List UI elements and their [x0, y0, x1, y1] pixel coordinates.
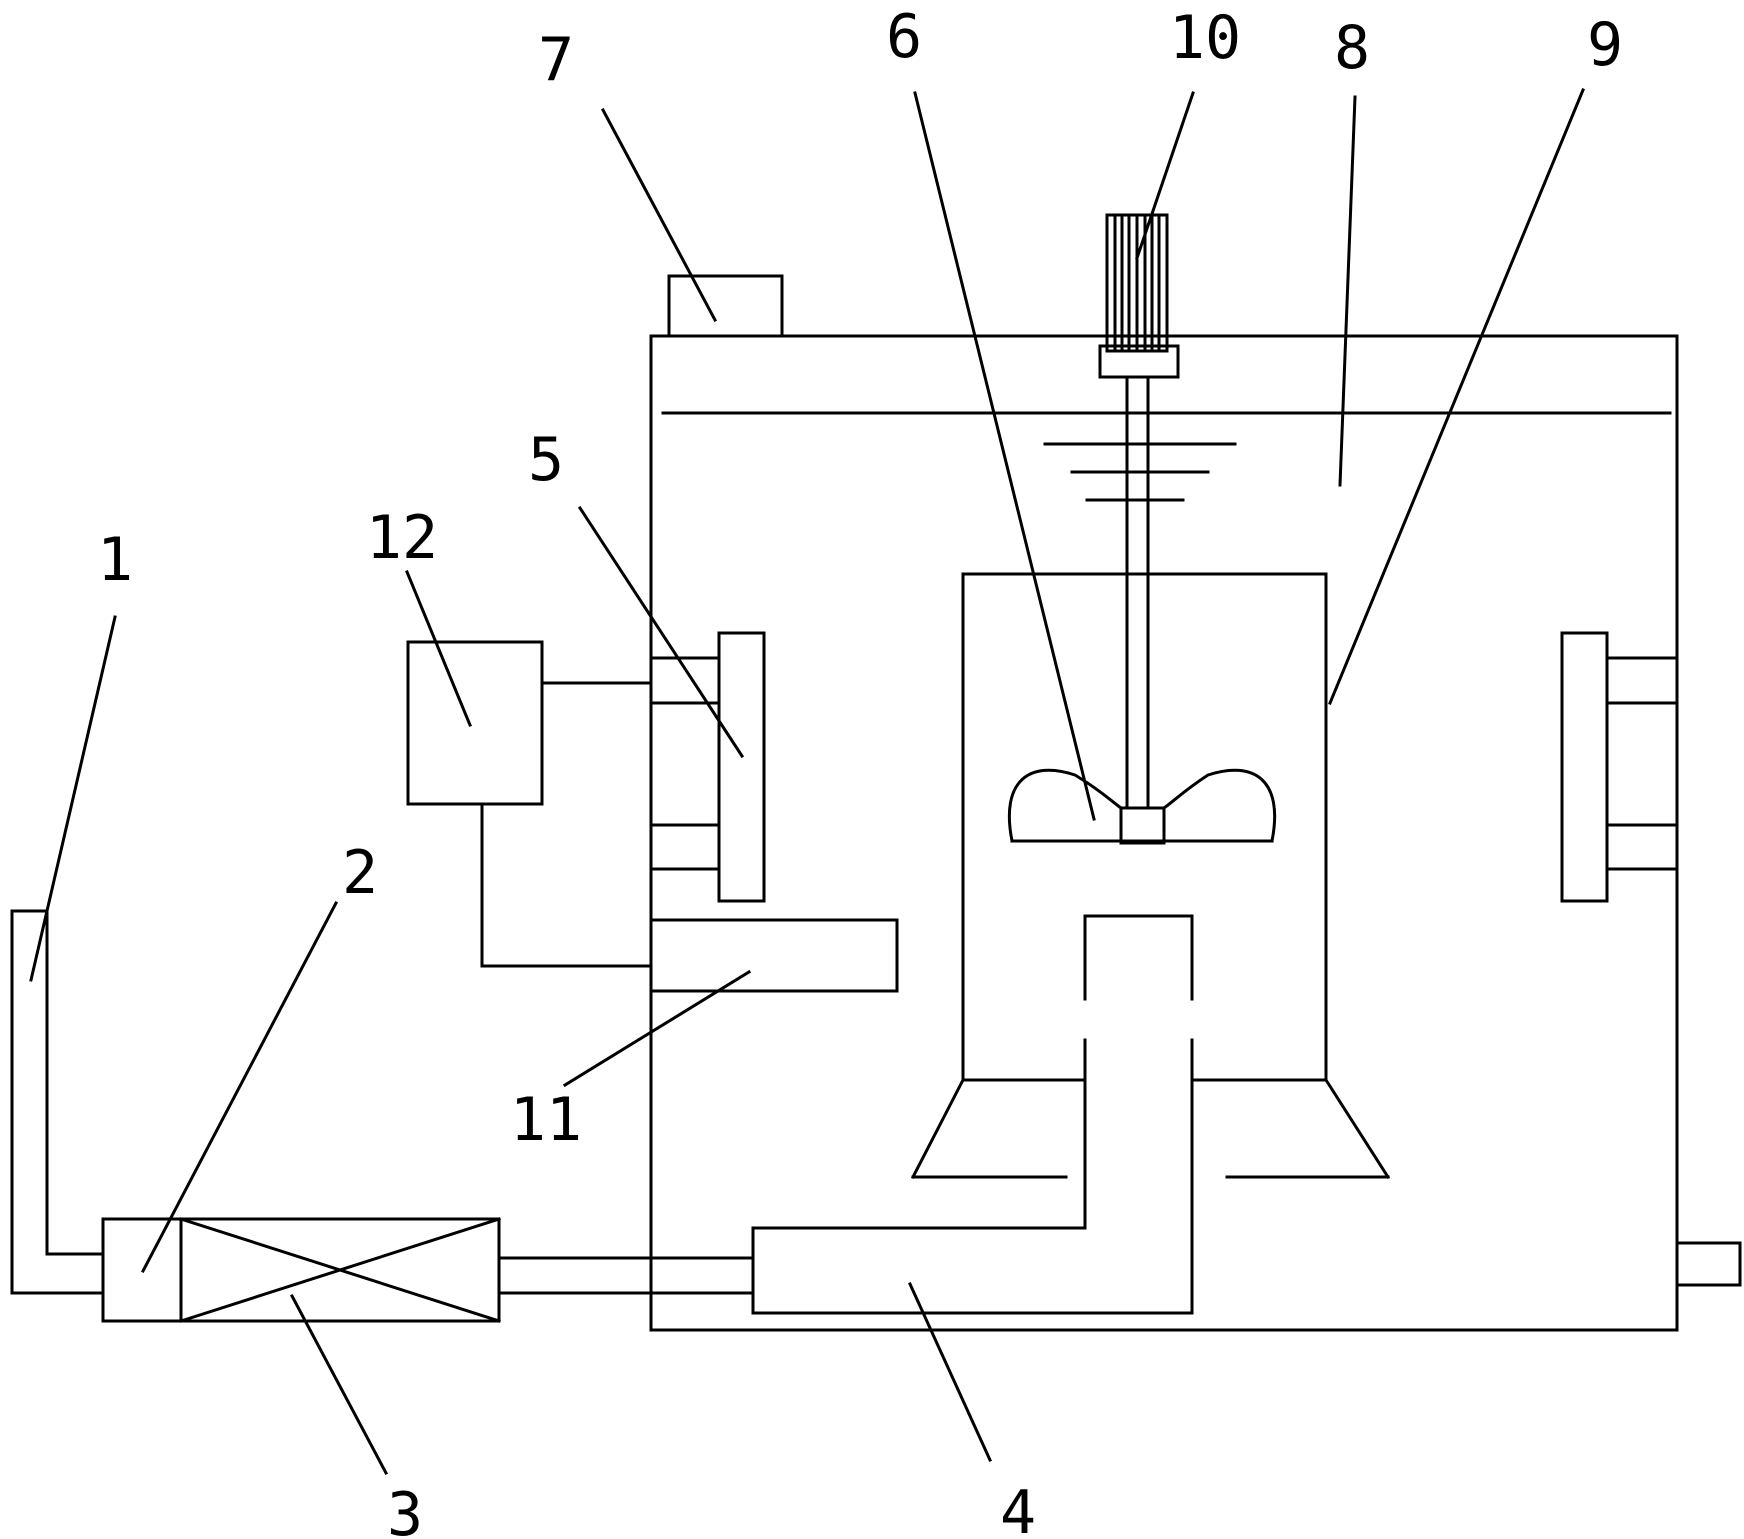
left-electrode [649, 631, 766, 903]
air-intake-tube [10, 909, 105, 1295]
inlet-pipe [751, 914, 1194, 1315]
label-8: 8 [1334, 13, 1370, 83]
label-4: 4 [1000, 1478, 1036, 1539]
control-box [406, 640, 653, 968]
label-11: 11 [510, 1085, 582, 1155]
label-12: 12 [366, 503, 438, 573]
top-box [667, 274, 784, 338]
connecting-pipe [497, 1256, 755, 1295]
liquid-level-marks [1043, 442, 1237, 502]
outlet-pipe [1675, 1241, 1742, 1287]
label-2: 2 [342, 838, 378, 908]
tank-outline [649, 334, 1679, 1332]
label-3: 3 [387, 1480, 423, 1539]
right-electrode [1560, 631, 1679, 903]
label-6: 6 [886, 2, 922, 72]
leader-lines [29, 88, 1585, 1476]
label-9: 9 [1587, 10, 1623, 80]
label-10: 10 [1169, 3, 1241, 73]
draft-tube [910, 572, 1391, 1180]
stirring-shaft [1125, 375, 1150, 810]
heater-element [649, 918, 899, 993]
label-1: 1 [97, 525, 133, 595]
part-labels: 1 2 3 4 5 6 7 8 9 10 11 12 [97, 2, 1623, 1539]
label-5: 5 [528, 425, 564, 495]
label-7: 7 [538, 25, 574, 95]
impeller [1007, 768, 1277, 845]
motor [1098, 213, 1180, 379]
valve-filter [179, 1217, 501, 1323]
